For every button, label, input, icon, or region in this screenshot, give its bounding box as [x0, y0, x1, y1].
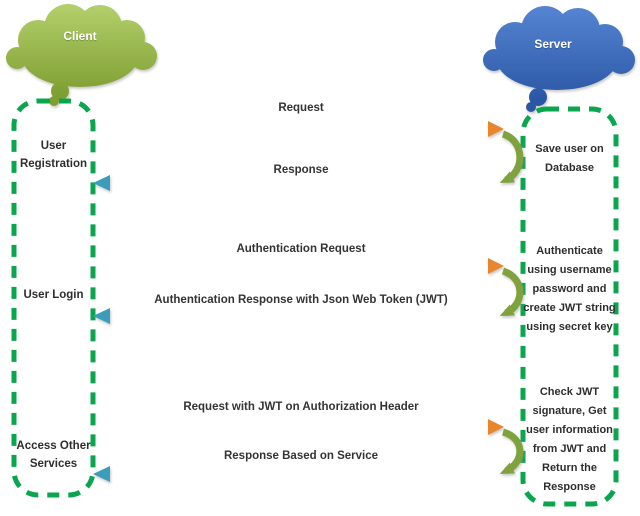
server-cloud-tail — [529, 88, 547, 106]
flow-2-request-label: Authentication Request — [236, 243, 366, 255]
client-step-access-other-services: Access Other Services — [16, 440, 91, 470]
client-cloud — [6, 4, 157, 106]
server-step-save-user: Save user on Database — [535, 143, 604, 174]
server-step-authenticate: Authenticate using username password and… — [523, 245, 616, 333]
client-boundary-box — [11, 98, 96, 498]
flow-1-arrows — [93, 121, 524, 191]
turn-connector-2 — [499, 267, 524, 317]
flow-2-arrows — [93, 258, 524, 324]
server-step-check-jwt: Check JWT signature, Get user informatio… — [526, 386, 613, 493]
turn-connector-1 — [499, 130, 524, 184]
client-step-user-login: User Login — [23, 289, 84, 301]
server-cloud-label: Server — [534, 37, 572, 51]
server-cloud — [483, 6, 635, 112]
flow-3-arrows — [93, 419, 524, 482]
server-boundary-box — [520, 106, 619, 507]
client-cloud-tail — [51, 82, 69, 100]
flow-3-response-label: Response Based on Service — [223, 450, 379, 462]
flow-2-response-label: Authentication Response with Json Web To… — [154, 294, 448, 306]
flow-1-request-label: Request — [278, 102, 324, 114]
flow-1-response-label: Response — [273, 164, 329, 176]
client-step-user-registration: User Registration — [19, 140, 88, 170]
client-cloud-label: Client — [63, 29, 97, 43]
turn-connector-3 — [499, 428, 524, 475]
flow-3-request-label: Request with JWT on Authorization Header — [183, 401, 419, 413]
